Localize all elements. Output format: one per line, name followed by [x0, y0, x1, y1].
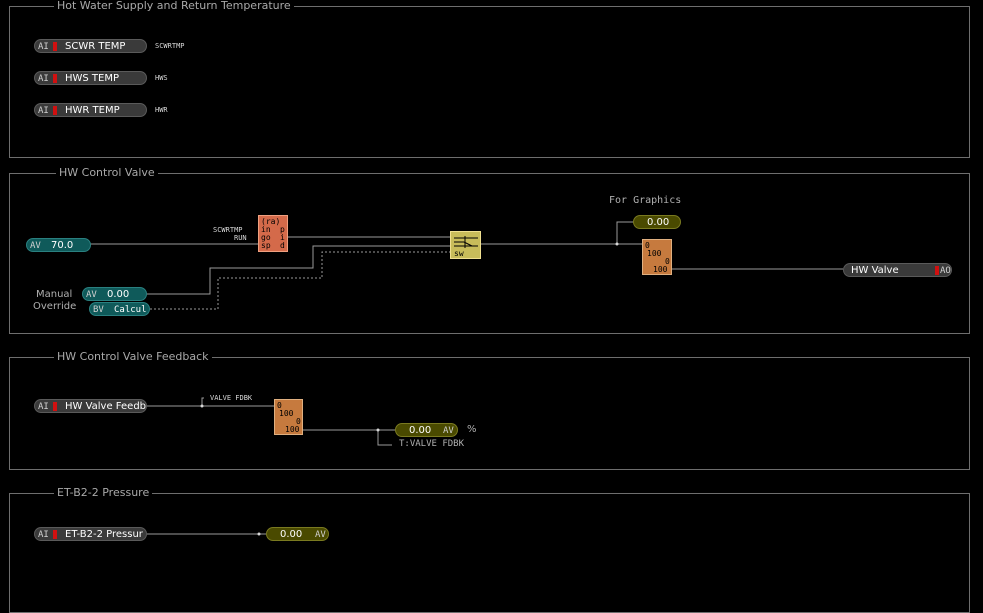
setpoint-av[interactable]: AV 70.0: [26, 238, 91, 252]
scale-a: 0: [645, 241, 650, 250]
scale-a: 0: [277, 401, 282, 410]
ao-suffix: AO: [940, 266, 951, 276]
bv-prefix: BV: [93, 305, 104, 315]
pid-go: go: [261, 233, 271, 242]
alarm-flag-icon: [53, 42, 57, 51]
for-graphics-label: For Graphics: [609, 195, 682, 206]
manual-av[interactable]: AV 0.00: [82, 287, 147, 301]
switch-icon: [454, 236, 478, 248]
av-suffix: AV: [315, 530, 326, 540]
panel-title: Hot Water Supply and Return Temperature: [54, 0, 294, 13]
panel-hw-control-valve: HW Control Valve: [9, 166, 970, 334]
pid-i: i: [280, 233, 285, 242]
pressure-value: 0.00: [280, 529, 303, 540]
alarm-flag-icon: [53, 74, 57, 83]
scale-c: 0: [296, 417, 301, 426]
panel-hw-valve-feedback: HW Control Valve Feedback: [9, 350, 970, 470]
ai-prefix: AI: [38, 42, 49, 52]
av-suffix: AV: [443, 426, 454, 436]
pid-input-scwrtmp: SCWRTMP: [213, 226, 243, 234]
scale-c: 0: [665, 257, 670, 266]
av-prefix: AV: [86, 290, 97, 300]
override-label: Override: [33, 301, 77, 312]
hw-valve-ao[interactable]: HW Valve AO: [843, 263, 952, 277]
pid-block[interactable]: (ra) in go sp p i d: [258, 215, 288, 252]
pid-d: d: [280, 241, 285, 250]
scwr-temp-point[interactable]: AI SCWR TEMP: [34, 39, 147, 53]
scale-d: 100: [653, 265, 668, 274]
alarm-flag-icon: [53, 106, 57, 115]
override-bv[interactable]: BV Calcul: [89, 302, 150, 316]
output-name: HW Valve: [851, 265, 899, 276]
pid-sp: sp: [261, 241, 271, 250]
hwr-tag: HWR: [155, 106, 168, 114]
alarm-flag-icon: [53, 402, 57, 411]
scwr-tag: SCWRTMP: [155, 42, 185, 50]
av-prefix: AV: [30, 241, 41, 251]
override-name: Calcul: [114, 305, 147, 315]
et-b2-2-pressure-point[interactable]: AI ET-B2-2 Pressur: [34, 527, 147, 541]
scale-d: 100: [285, 425, 300, 434]
manual-value: 0.00: [107, 289, 130, 300]
graphics-value: 0.00: [647, 217, 670, 228]
hws-tag: HWS: [155, 74, 168, 82]
pressure-av[interactable]: 0.00 AV: [266, 527, 329, 541]
panel-title: ET-B2-2 Pressure: [54, 486, 153, 500]
point-name: HWR TEMP: [65, 105, 120, 116]
feedback-av[interactable]: 0.00 AV: [395, 423, 458, 437]
manual-label: Manual: [36, 289, 73, 300]
setpoint-value: 70.0: [51, 240, 74, 251]
point-name: HW Valve Feedb: [65, 401, 147, 412]
pid-input-run: RUN: [234, 234, 247, 242]
feedback-trend-label: T:VALVE FDBK: [399, 439, 465, 449]
switch-block[interactable]: sw: [450, 231, 481, 259]
feedback-unit: %: [467, 424, 477, 435]
ai-prefix: AI: [38, 74, 49, 84]
feedback-scale-block[interactable]: 0 100 0 100: [274, 399, 303, 435]
panel-hot-water-temps: Hot Water Supply and Return Temperature: [9, 0, 970, 158]
pid-in: in: [261, 225, 271, 234]
alarm-flag-icon: [935, 266, 939, 275]
point-name: ET-B2-2 Pressur: [65, 529, 143, 540]
panel-title: HW Control Valve Feedback: [54, 350, 212, 364]
switch-label: sw: [454, 249, 464, 258]
point-name: HWS TEMP: [65, 73, 120, 84]
feedback-value: 0.00: [409, 425, 432, 436]
scale-b: 100: [647, 249, 662, 258]
panel-title: HW Control Valve: [56, 166, 158, 180]
scale-block[interactable]: 0 100 0 100: [642, 239, 672, 275]
point-name: SCWR TEMP: [65, 41, 126, 52]
pid-p: p: [280, 225, 285, 234]
ai-prefix: AI: [38, 106, 49, 116]
ai-prefix: AI: [38, 402, 49, 412]
graphics-output-value[interactable]: 0.00: [633, 215, 681, 229]
valve-fdbk-tag: VALVE FDBK: [210, 394, 253, 402]
hw-valve-feedback-point[interactable]: AI HW Valve Feedb: [34, 399, 147, 413]
pid-mode: (ra): [261, 217, 281, 226]
ai-prefix: AI: [38, 530, 49, 540]
hwr-temp-point[interactable]: AI HWR TEMP: [34, 103, 147, 117]
alarm-flag-icon: [53, 530, 57, 539]
scale-b: 100: [279, 409, 294, 418]
hws-temp-point[interactable]: AI HWS TEMP: [34, 71, 147, 85]
